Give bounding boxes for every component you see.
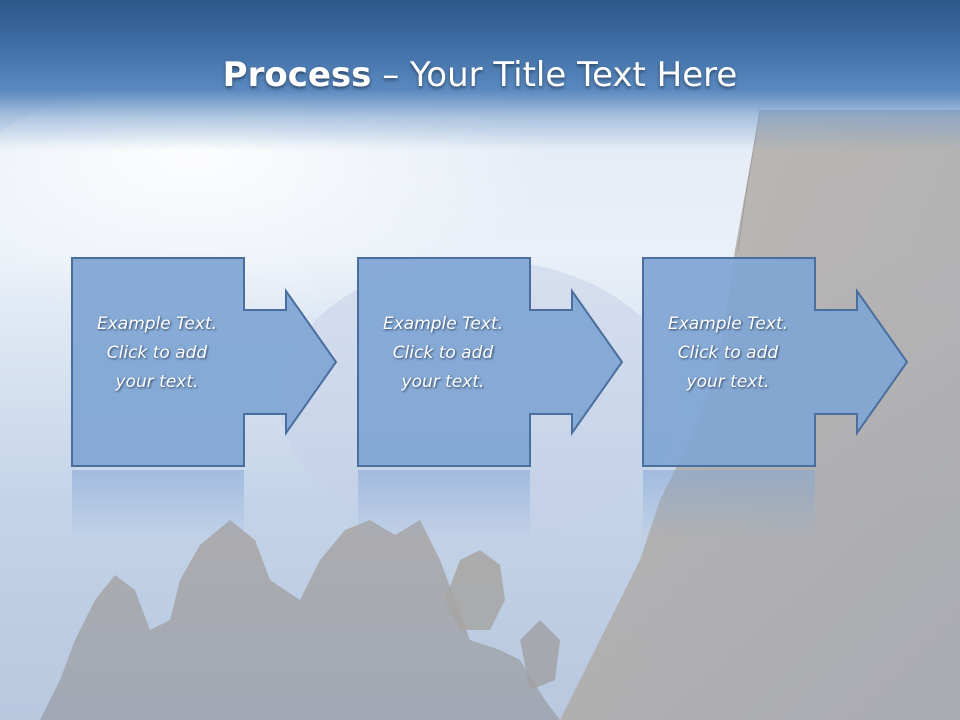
step-text-line3: your text. (115, 372, 199, 392)
title-text: Your Title Text Here (410, 55, 738, 95)
step-reflection (643, 470, 815, 540)
process-step-2[interactable]: Example Text. Click to add your text. (356, 256, 626, 540)
step-text-line1: Example Text. (382, 314, 504, 334)
step-text-line3: your text. (401, 372, 485, 392)
step-reflection (358, 470, 530, 540)
slide-title[interactable]: Process – Your Title Text Here (0, 52, 960, 98)
step-text-line2: Click to add (677, 343, 779, 363)
title-band (0, 0, 960, 150)
step-text[interactable]: Example Text. Click to add your text. (360, 310, 526, 397)
step-text-line1: Example Text. (667, 314, 789, 334)
step-text-line2: Click to add (106, 343, 208, 363)
step-text-line2: Click to add (392, 343, 494, 363)
step-arrow-box-shape (357, 257, 624, 467)
step-arrow-box-shape (71, 257, 338, 467)
process-step-3[interactable]: Example Text. Click to add your text. (641, 256, 911, 540)
title-bold: Process (222, 55, 372, 95)
step-text-line1: Example Text. (96, 314, 218, 334)
step-text-line3: your text. (686, 372, 770, 392)
step-text[interactable]: Example Text. Click to add your text. (74, 310, 240, 397)
title-dash: – (371, 55, 411, 95)
step-reflection (72, 470, 244, 540)
step-text[interactable]: Example Text. Click to add your text. (645, 310, 811, 397)
process-step-1[interactable]: Example Text. Click to add your text. (70, 256, 340, 540)
step-arrow-box-shape (642, 257, 909, 467)
